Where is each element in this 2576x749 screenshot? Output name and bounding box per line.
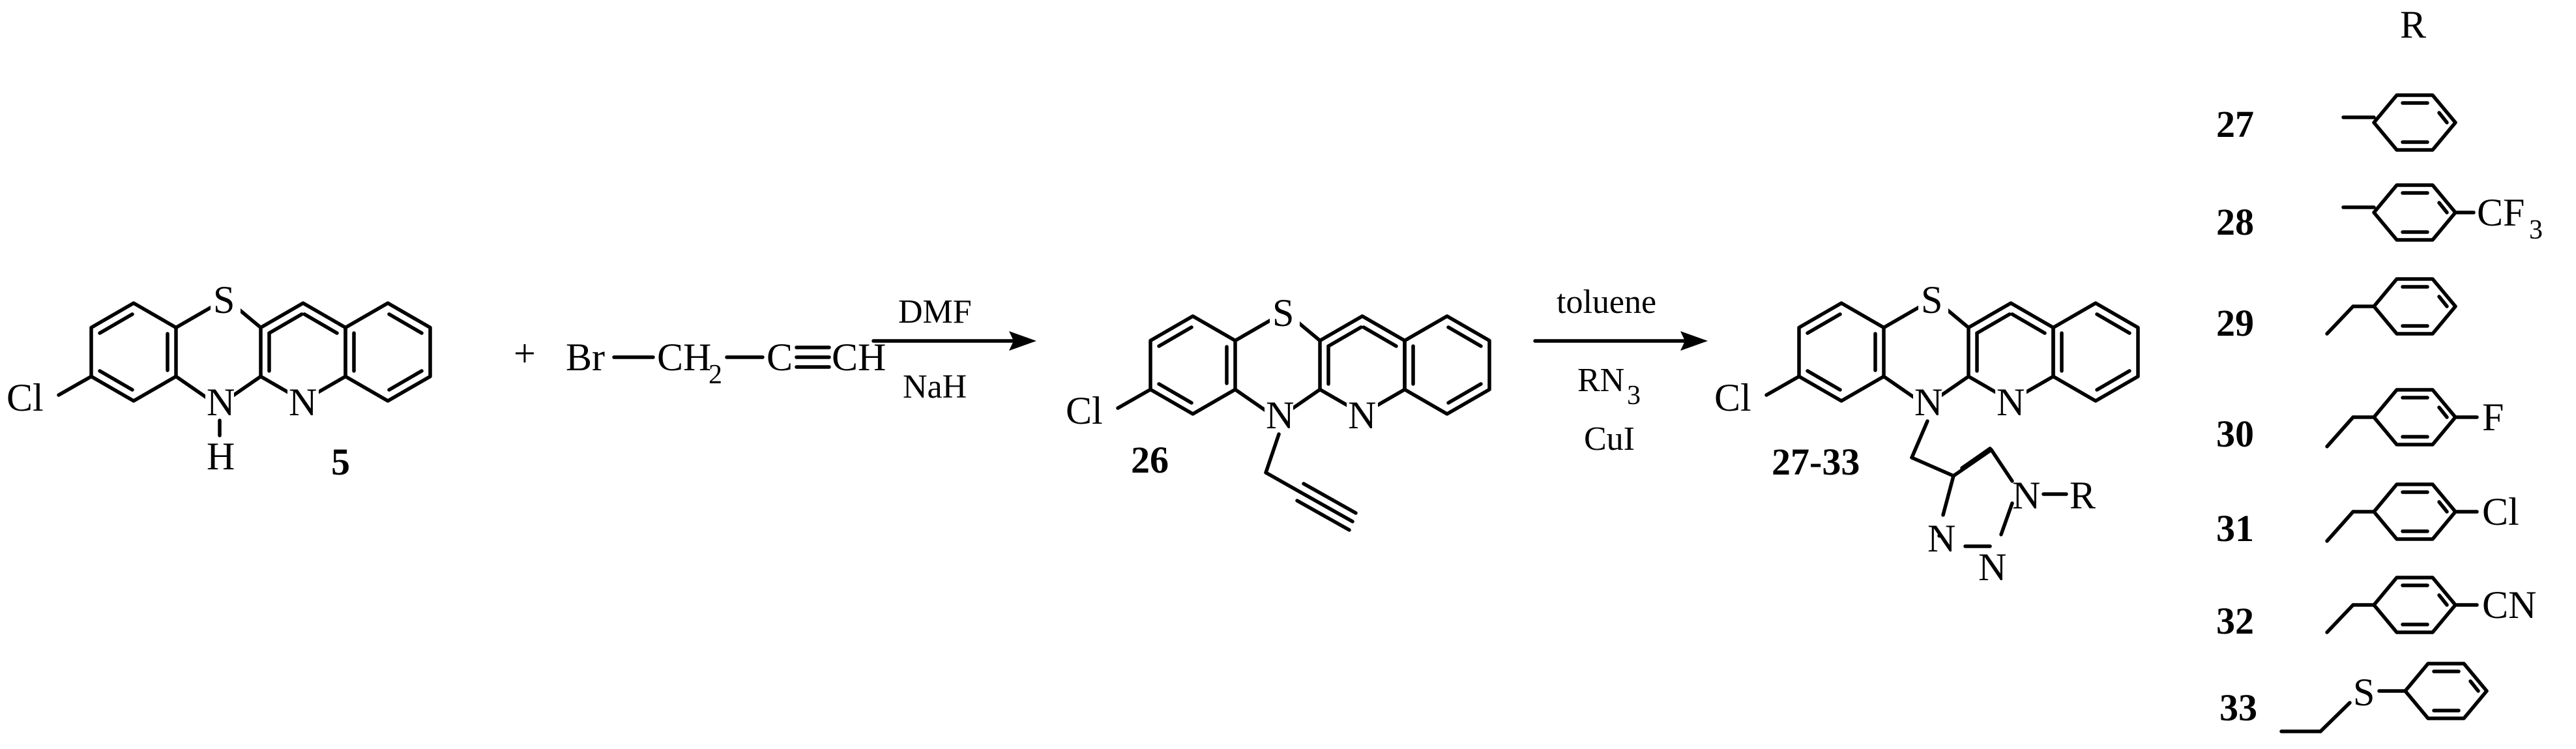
atom-cl: Cl: [7, 376, 44, 419]
atom-s: S: [1921, 278, 1942, 321]
substituent-cn: CN: [2482, 583, 2536, 626]
compound-27-33: S N N Cl N N N R: [1714, 278, 2138, 589]
substituent-f: F: [2482, 396, 2504, 439]
svg-text:Br: Br: [566, 336, 605, 379]
atom-c: C: [767, 336, 793, 379]
svg-text:3: 3: [1627, 381, 1641, 411]
r-table-header: R: [2400, 3, 2426, 46]
plus-sign: +: [514, 332, 536, 375]
atom-s: S: [2353, 671, 2375, 714]
compound-5: S N H N Cl: [7, 278, 430, 478]
arrow-step-1: DMF NaH: [871, 293, 1036, 405]
atom-s: S: [213, 278, 235, 321]
svg-text:2: 2: [709, 360, 722, 390]
r-row-label: 27: [2216, 103, 2254, 145]
condition-nah: NaH: [903, 368, 967, 405]
r-row-label: 30: [2216, 413, 2254, 455]
atom-cl: Cl: [1066, 389, 1103, 432]
atom-s: S: [1272, 291, 1294, 334]
compound-label-5: 5: [331, 441, 350, 483]
svg-text:3: 3: [2529, 215, 2543, 245]
atom-n: N: [2012, 474, 2040, 517]
atom-h: H: [207, 435, 235, 478]
atom-n: N: [289, 381, 317, 424]
condition-rn3: RN: [1577, 362, 1624, 399]
r-row-label: 28: [2216, 201, 2254, 243]
condition-dmf: DMF: [898, 293, 972, 330]
arrow-step-2: toluene RN 3 CuI: [1533, 284, 1708, 458]
atom-cl: Cl: [1714, 376, 1751, 419]
atom-n: N: [1978, 546, 2006, 589]
condition-cui: CuI: [1584, 420, 1635, 458]
substituent-cf3: CF: [2477, 191, 2525, 234]
atom-n: N: [207, 381, 235, 424]
substituent-cl: Cl: [2482, 490, 2519, 533]
compound-label-27-33: 27-33: [1772, 441, 1860, 483]
r-row-label: 31: [2216, 507, 2254, 550]
compound-26: S N N Cl: [1066, 291, 1489, 532]
propargyl-bromide: Br CH 2 C CH: [566, 336, 886, 390]
r-row-label: 33: [2219, 686, 2257, 729]
atom-n: N: [1914, 381, 1942, 424]
atom-n: N: [1266, 394, 1294, 437]
condition-toluene: toluene: [1557, 284, 1656, 321]
atom-n: N: [1348, 394, 1376, 437]
atom-n: N: [1997, 381, 2025, 424]
r-row-label: 32: [2216, 600, 2254, 642]
compound-label-26: 26: [1131, 439, 1169, 481]
svg-text:CH: CH: [832, 336, 886, 379]
atom-n: N: [1927, 517, 1955, 560]
r-row-label: 29: [2216, 302, 2254, 344]
svg-text:CH: CH: [657, 336, 711, 379]
atom-r: R: [2070, 474, 2096, 517]
